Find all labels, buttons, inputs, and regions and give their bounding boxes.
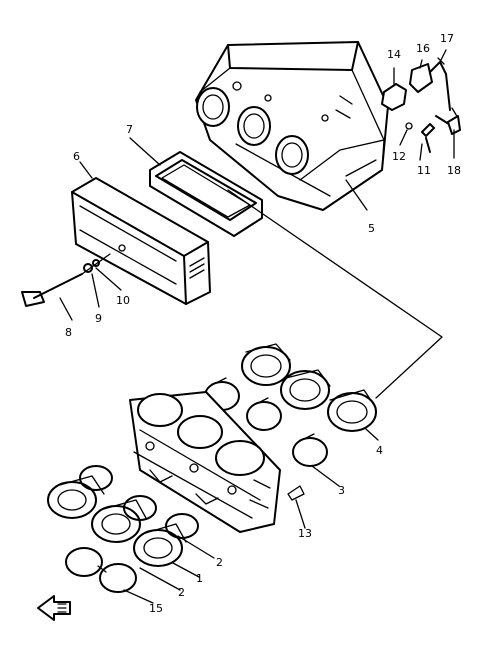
callout-16: 16 <box>416 42 430 55</box>
callout-labels: 1 2 2 3 4 5 6 7 8 9 10 11 12 13 14 15 16… <box>65 32 461 615</box>
air-cleaner-cap <box>71 177 211 305</box>
callout-2: 2 <box>216 556 223 569</box>
callout-18: 18 <box>447 164 461 177</box>
breather-parts <box>381 57 461 153</box>
callout-15: 15 <box>149 602 163 615</box>
callout-9: 9 <box>95 312 102 325</box>
callout-12: 12 <box>392 150 406 163</box>
callout-11: 11 <box>417 164 431 177</box>
cap-bolt-assembly <box>21 253 111 307</box>
callout-2-lower: 2 <box>178 586 185 599</box>
front-direction-arrow-icon <box>37 595 71 621</box>
callout-10: 10 <box>116 294 130 307</box>
air-filter-element <box>149 151 263 237</box>
callout-13: 13 <box>298 527 312 540</box>
callout-3: 3 <box>338 484 345 497</box>
callout-7: 7 <box>126 123 133 136</box>
callout-5: 5 <box>368 222 375 235</box>
callout-17: 17 <box>440 32 454 45</box>
callout-1: 1 <box>196 572 203 585</box>
callout-4: 4 <box>376 444 383 457</box>
air-cleaner-case <box>195 41 389 211</box>
callout-8: 8 <box>65 326 72 339</box>
callout-6: 6 <box>73 150 80 163</box>
carburetor-joints <box>47 465 199 567</box>
callout-14: 14 <box>387 48 401 61</box>
carburetor-assembly <box>129 391 305 533</box>
air-cleaner-joints <box>241 343 377 432</box>
gaskets <box>65 547 137 593</box>
